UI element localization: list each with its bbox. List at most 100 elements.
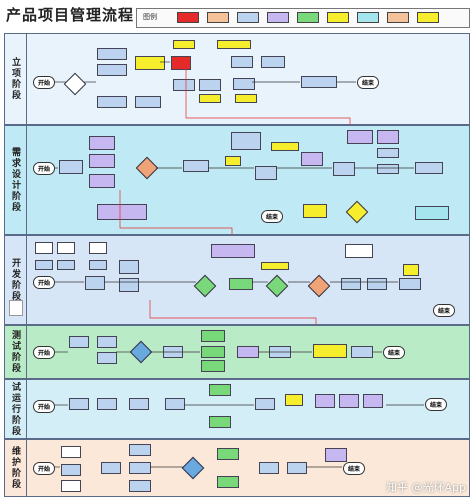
legend-swatch-orange-2 bbox=[387, 12, 409, 23]
process-box bbox=[287, 462, 307, 474]
process-box bbox=[217, 476, 239, 488]
legend-swatch-yellow bbox=[327, 12, 349, 23]
process-box bbox=[129, 398, 149, 410]
end-label: 结束 bbox=[347, 466, 360, 473]
legend-swatch-cyan bbox=[357, 12, 379, 23]
process-box bbox=[57, 260, 75, 270]
process-box bbox=[101, 462, 121, 474]
output-box bbox=[415, 206, 449, 220]
lane-label-text: 测试阶段 bbox=[10, 330, 20, 374]
lane-initiation: 立项阶段 开始 结束 bbox=[4, 33, 470, 125]
lane-label-text: 试运行阶段 bbox=[10, 381, 20, 437]
doc-box bbox=[271, 142, 299, 151]
process-box bbox=[129, 480, 151, 492]
legend: 图例 bbox=[136, 8, 470, 28]
doc-box bbox=[339, 394, 359, 408]
process-box bbox=[35, 260, 53, 270]
doc-box bbox=[363, 394, 383, 408]
process-box bbox=[135, 96, 161, 108]
process-box bbox=[119, 278, 139, 292]
legend-swatch-blue bbox=[237, 12, 259, 23]
process-box bbox=[97, 336, 117, 348]
doc-box bbox=[57, 242, 75, 254]
start-label: 开始 bbox=[37, 80, 50, 87]
process-box bbox=[119, 260, 139, 274]
start-node: 开始 bbox=[33, 462, 55, 475]
start-node: 开始 bbox=[33, 162, 55, 175]
start-node: 开始 bbox=[33, 276, 55, 289]
legend-label: 图例 bbox=[143, 13, 157, 21]
process-box bbox=[59, 160, 83, 174]
lane-label: 维护阶段 bbox=[5, 440, 27, 496]
end-node: 结束 bbox=[383, 346, 405, 359]
doc-box bbox=[89, 174, 115, 188]
process-box bbox=[367, 278, 387, 290]
process-box bbox=[199, 79, 221, 91]
start-node: 开始 bbox=[33, 76, 55, 89]
doc-box bbox=[325, 448, 347, 462]
output-box bbox=[97, 204, 147, 220]
doc-box bbox=[377, 130, 399, 144]
process-box bbox=[231, 56, 253, 68]
process-box bbox=[129, 444, 151, 456]
process-box bbox=[97, 96, 127, 108]
doc-box bbox=[61, 446, 81, 458]
doc-box bbox=[347, 130, 373, 144]
lane-label: 立项阶段 bbox=[5, 34, 27, 124]
process-box bbox=[97, 64, 127, 76]
process-box bbox=[261, 56, 285, 68]
lane-maintenance: 维护阶段 开始 结束 bbox=[4, 439, 470, 497]
doc-box bbox=[235, 94, 257, 103]
process-box bbox=[255, 398, 275, 410]
doc-box bbox=[345, 244, 373, 258]
doc-box bbox=[225, 156, 241, 166]
process-box bbox=[97, 48, 127, 60]
process-box bbox=[229, 278, 253, 290]
end-node: 结束 bbox=[425, 398, 447, 411]
doc-box bbox=[89, 136, 115, 150]
process-box bbox=[209, 384, 231, 396]
end-label: 结束 bbox=[265, 214, 278, 221]
doc-box bbox=[285, 394, 303, 406]
end-label: 结束 bbox=[361, 80, 374, 87]
legend-swatch-yellow-2 bbox=[417, 12, 439, 23]
process-box bbox=[341, 278, 361, 290]
process-box bbox=[231, 132, 261, 150]
process-box bbox=[97, 398, 117, 410]
process-box bbox=[377, 164, 399, 174]
watermark: 知乎 @光环App bbox=[386, 481, 466, 494]
process-box bbox=[255, 166, 277, 180]
process-box bbox=[89, 260, 107, 270]
process-box bbox=[173, 79, 195, 91]
legend-swatch-red bbox=[177, 12, 199, 23]
process-box bbox=[201, 360, 225, 372]
lane-testing: 测试阶段 开始 结束 bbox=[4, 325, 470, 379]
legend-swatch-green bbox=[297, 12, 319, 23]
doc-box bbox=[199, 94, 221, 103]
start-label: 开始 bbox=[37, 466, 50, 473]
doc-box bbox=[89, 154, 115, 168]
doc-box bbox=[211, 244, 255, 258]
doc-box bbox=[173, 40, 195, 49]
end-label: 结束 bbox=[429, 402, 442, 409]
process-box bbox=[69, 398, 89, 410]
process-box bbox=[61, 464, 81, 476]
process-box bbox=[209, 416, 231, 428]
process-box bbox=[69, 336, 89, 348]
doc-box bbox=[303, 204, 327, 218]
legend-swatch-orange bbox=[207, 12, 229, 23]
lane-label-text: 开发阶段 bbox=[10, 258, 20, 302]
doc-box bbox=[61, 480, 81, 492]
process-box bbox=[399, 278, 421, 290]
start-label: 开始 bbox=[37, 350, 50, 357]
lane-label-text: 维护阶段 bbox=[10, 446, 20, 490]
output-box bbox=[9, 300, 23, 316]
legend-swatch-purple bbox=[267, 12, 289, 23]
end-node: 结束 bbox=[357, 76, 379, 89]
end-label: 结束 bbox=[437, 308, 450, 315]
lane-label-text: 立项阶段 bbox=[10, 57, 20, 101]
page-title: 产品项目管理流程 bbox=[6, 6, 135, 24]
process-box bbox=[259, 462, 279, 474]
lane-label-text: 需求设计阶段 bbox=[10, 147, 20, 213]
